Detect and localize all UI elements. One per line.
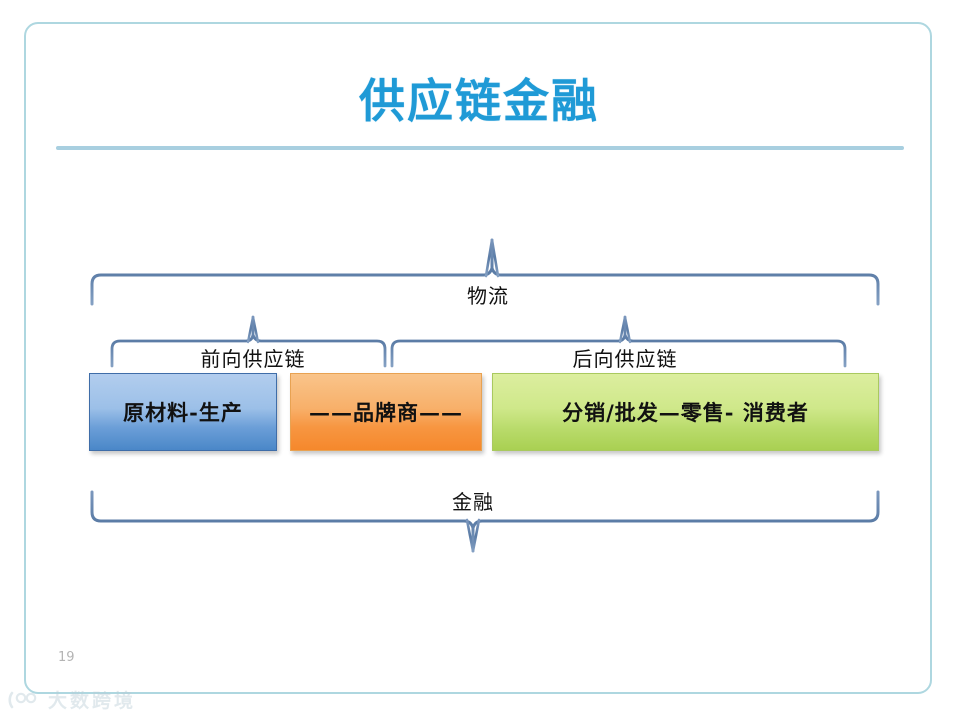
watermark-logo-icon (8, 690, 42, 710)
process-box-brand[interactable]: ——品牌商—— (290, 373, 482, 451)
watermark: 大数跨境 (8, 686, 136, 713)
process-box-raw-material-label: 原材料-生产 (123, 400, 243, 425)
process-box-distribution[interactable]: 分销/批发—零售- 消费者 (492, 373, 879, 451)
title-divider (56, 146, 904, 150)
process-box-brand-label: ——品牌商—— (309, 400, 463, 425)
page-number: 19 (58, 650, 75, 665)
brace-label-logistics: 物流 (467, 284, 509, 308)
page-title: 供应链金融 (359, 74, 599, 128)
process-box-raw-material[interactable]: 原材料-生产 (89, 373, 277, 451)
process-box-distribution-label: 分销/批发—零售- 消费者 (562, 400, 809, 425)
brace-label-backward-chain: 后向供应链 (572, 347, 678, 371)
brace-label-finance: 金融 (452, 490, 494, 514)
brace-label-forward-chain: 前向供应链 (200, 347, 306, 371)
watermark-text: 大数跨境 (48, 690, 137, 712)
